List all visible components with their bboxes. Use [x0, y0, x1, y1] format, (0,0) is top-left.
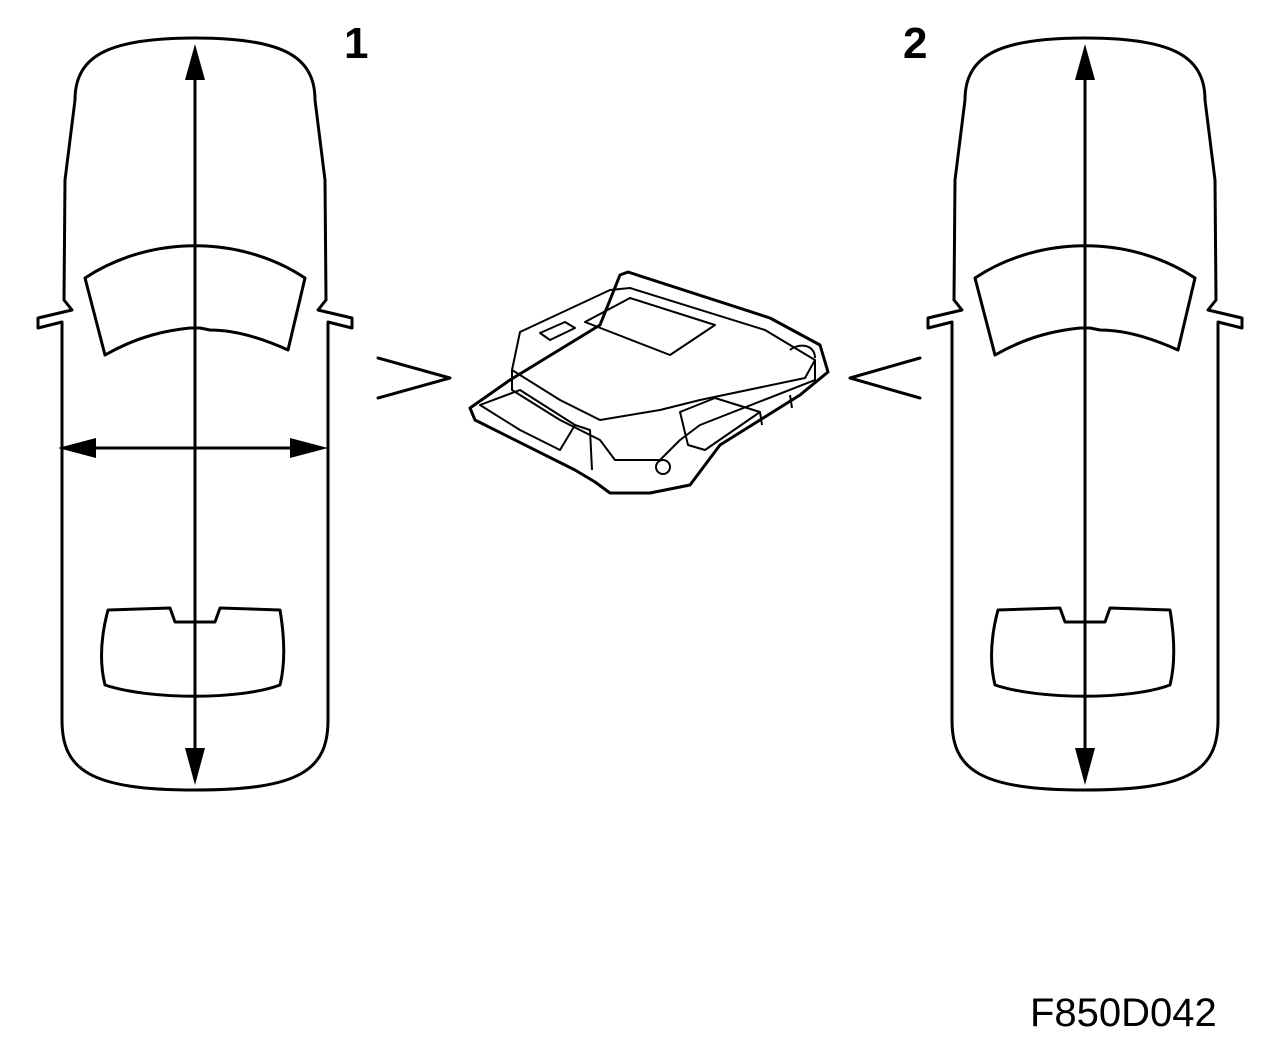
- arrow-head-rear: [1075, 748, 1095, 785]
- car-label-2: 2: [903, 19, 928, 68]
- mounting-hole: [655, 459, 671, 475]
- arrow-head-left: [58, 438, 96, 458]
- arrow-head-front: [1075, 44, 1095, 80]
- left-car-diagram: [36, 36, 354, 792]
- car-label-1: 1: [344, 19, 369, 68]
- figure-code: F850D042: [1030, 991, 1217, 1035]
- chevron-left-icon: [848, 356, 922, 400]
- arrow-head-right: [290, 438, 328, 458]
- chevron-right-icon: [376, 356, 452, 400]
- airbag-control-module-icon: [468, 270, 830, 495]
- arrow-head-front: [185, 44, 205, 80]
- arrow-head-rear: [185, 748, 205, 785]
- right-car-diagram: [926, 36, 1244, 792]
